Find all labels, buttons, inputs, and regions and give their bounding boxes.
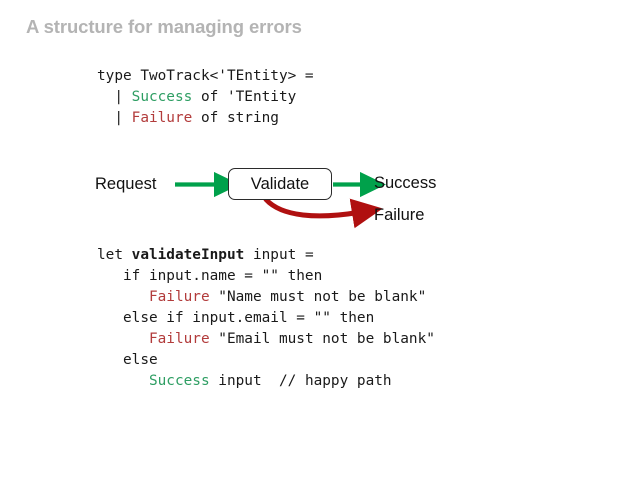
code-token-plain xyxy=(97,289,149,305)
code-token-plain: | xyxy=(97,110,132,126)
diagram-label-request: Request xyxy=(95,175,157,193)
code-line: | Success of 'TEntity xyxy=(97,87,314,108)
code-line: Failure "Name must not be blank" xyxy=(97,287,435,308)
code-token-plain: if input.name = "" then xyxy=(97,268,323,284)
code-token-plain: else if input.email = "" then xyxy=(97,310,375,326)
code-line: | Failure of string xyxy=(97,108,314,129)
code-token-plain: let xyxy=(97,247,132,263)
code-token-plain: type TwoTrack<'TEntity> = xyxy=(97,68,314,84)
code-block-validate-function: let validateInput input = if input.name … xyxy=(97,245,435,392)
code-token-plain: input = xyxy=(244,247,314,263)
diagram-node-validate[interactable]: Validate xyxy=(228,168,332,200)
code-token-failure: Failure xyxy=(131,110,193,126)
diagram-label-failure: Failure xyxy=(374,206,425,224)
code-line: else if input.email = "" then xyxy=(97,308,435,329)
code-token-success: Success xyxy=(131,89,193,105)
code-token-plain: input // happy path xyxy=(209,373,392,389)
code-token-failure: Failure xyxy=(148,289,210,305)
diagram-label-success: Success xyxy=(374,174,437,192)
code-line: let validateInput input = xyxy=(97,245,435,266)
code-token-plain: "Email must not be blank" xyxy=(209,331,435,347)
code-token-plain: of 'TEntity xyxy=(192,89,297,105)
diagram-label-validate: Validate xyxy=(250,174,310,193)
code-token-bold: validateInput xyxy=(131,247,245,263)
code-token-success: Success xyxy=(148,373,210,389)
code-token-plain: | xyxy=(97,89,132,105)
code-token-plain xyxy=(97,331,149,347)
code-line: Success input // happy path xyxy=(97,371,435,392)
code-line: if input.name = "" then xyxy=(97,266,435,287)
arrow-validate-to-failure xyxy=(263,197,383,229)
page-title: A structure for managing errors xyxy=(26,16,302,37)
code-line: else xyxy=(97,350,435,371)
code-token-plain: of string xyxy=(192,110,279,126)
code-token-failure: Failure xyxy=(148,331,210,347)
code-token-plain: "Name must not be blank" xyxy=(209,289,427,305)
code-block-type-definition: type TwoTrack<'TEntity> = | Success of '… xyxy=(97,66,314,129)
code-token-plain xyxy=(97,373,149,389)
code-line: type TwoTrack<'TEntity> = xyxy=(97,66,314,87)
code-token-plain: else xyxy=(97,352,158,368)
code-line: Failure "Email must not be blank" xyxy=(97,329,435,350)
